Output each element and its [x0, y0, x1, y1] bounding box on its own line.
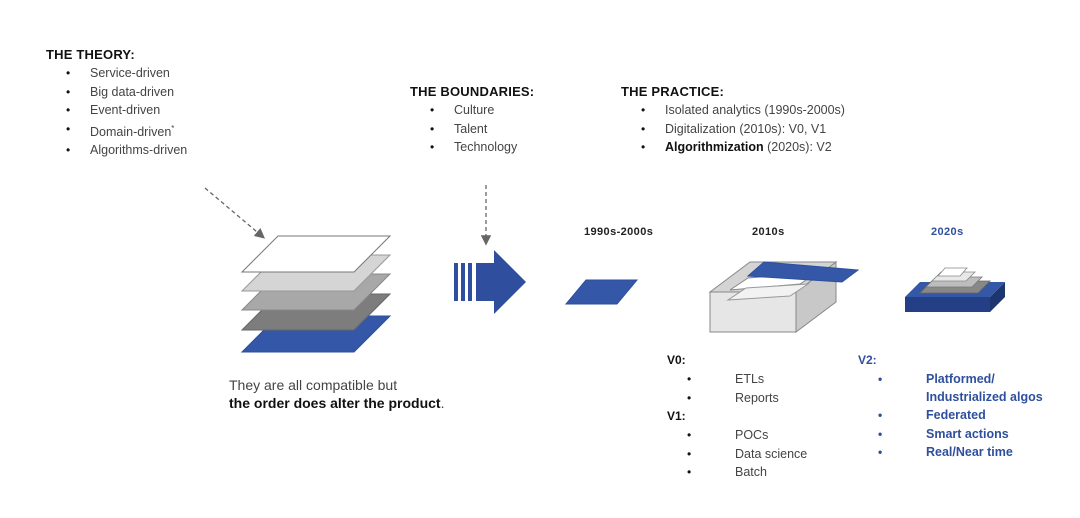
stack-caption: They are all compatible but the order do… — [229, 377, 445, 411]
boundaries-item: Culture — [410, 101, 517, 120]
boundaries-heading: THE BOUNDARIES: — [410, 84, 535, 99]
v0-item: Reports — [667, 389, 779, 408]
v1-item: Data science — [667, 445, 807, 464]
theory-item: Domain-driven* — [46, 120, 187, 142]
theory-item: Big data-driven — [46, 83, 187, 102]
layer-stack — [240, 235, 392, 353]
theory-item: Event-driven — [46, 101, 187, 120]
v0-list: ETLs Reports — [667, 370, 779, 407]
era-label-2020s: 2020s — [931, 226, 964, 238]
practice-item: Algorithmization (2020s): V2 — [621, 138, 845, 157]
boundaries-item: Talent — [410, 120, 517, 139]
theory-item: Algorithms-driven — [46, 141, 187, 160]
v2-list: Platformed/ Industrialized algos Federat… — [858, 370, 1073, 462]
practice-item: Isolated analytics (1990s-2000s) — [621, 101, 845, 120]
v1-label: V1: — [667, 409, 686, 423]
era-label-1990s: 1990s-2000s — [584, 226, 654, 238]
era2-box — [708, 261, 860, 333]
practice-list: Isolated analytics (1990s-2000s) Digital… — [621, 101, 845, 157]
v0-label: V0: — [667, 353, 686, 367]
boundaries-item: Technology — [410, 138, 517, 157]
v1-list: POCs Data science Batch — [667, 426, 807, 482]
v2-label: V2: — [858, 353, 877, 367]
theory-item: Service-driven — [46, 64, 187, 83]
theory-dashed-arrow — [204, 187, 265, 239]
v2-item: Real/Near time — [858, 443, 1073, 462]
v2-item: Platformed/ Industrialized algos — [858, 370, 1073, 406]
boundaries-list: Culture Talent Technology — [410, 101, 517, 157]
theory-heading: THE THEORY: — [46, 47, 135, 62]
practice-item: Digitalization (2010s): V0, V1 — [621, 120, 845, 139]
era1-plate — [564, 279, 639, 305]
v0-item: ETLs — [667, 370, 779, 389]
practice-heading: THE PRACTICE: — [621, 84, 724, 99]
era-label-2010s: 2010s — [752, 226, 785, 238]
v1-item: Batch — [667, 463, 807, 482]
v1-item: POCs — [667, 426, 807, 445]
big-blue-arrow — [454, 250, 526, 314]
v2-item: Smart actions — [858, 425, 1073, 444]
theory-list: Service-driven Big data-driven Event-dri… — [46, 64, 187, 160]
v2-item: Federated — [858, 406, 1073, 425]
era3-platform — [905, 267, 1005, 312]
footnote-mark: * — [171, 123, 175, 133]
layer-white — [240, 235, 392, 273]
